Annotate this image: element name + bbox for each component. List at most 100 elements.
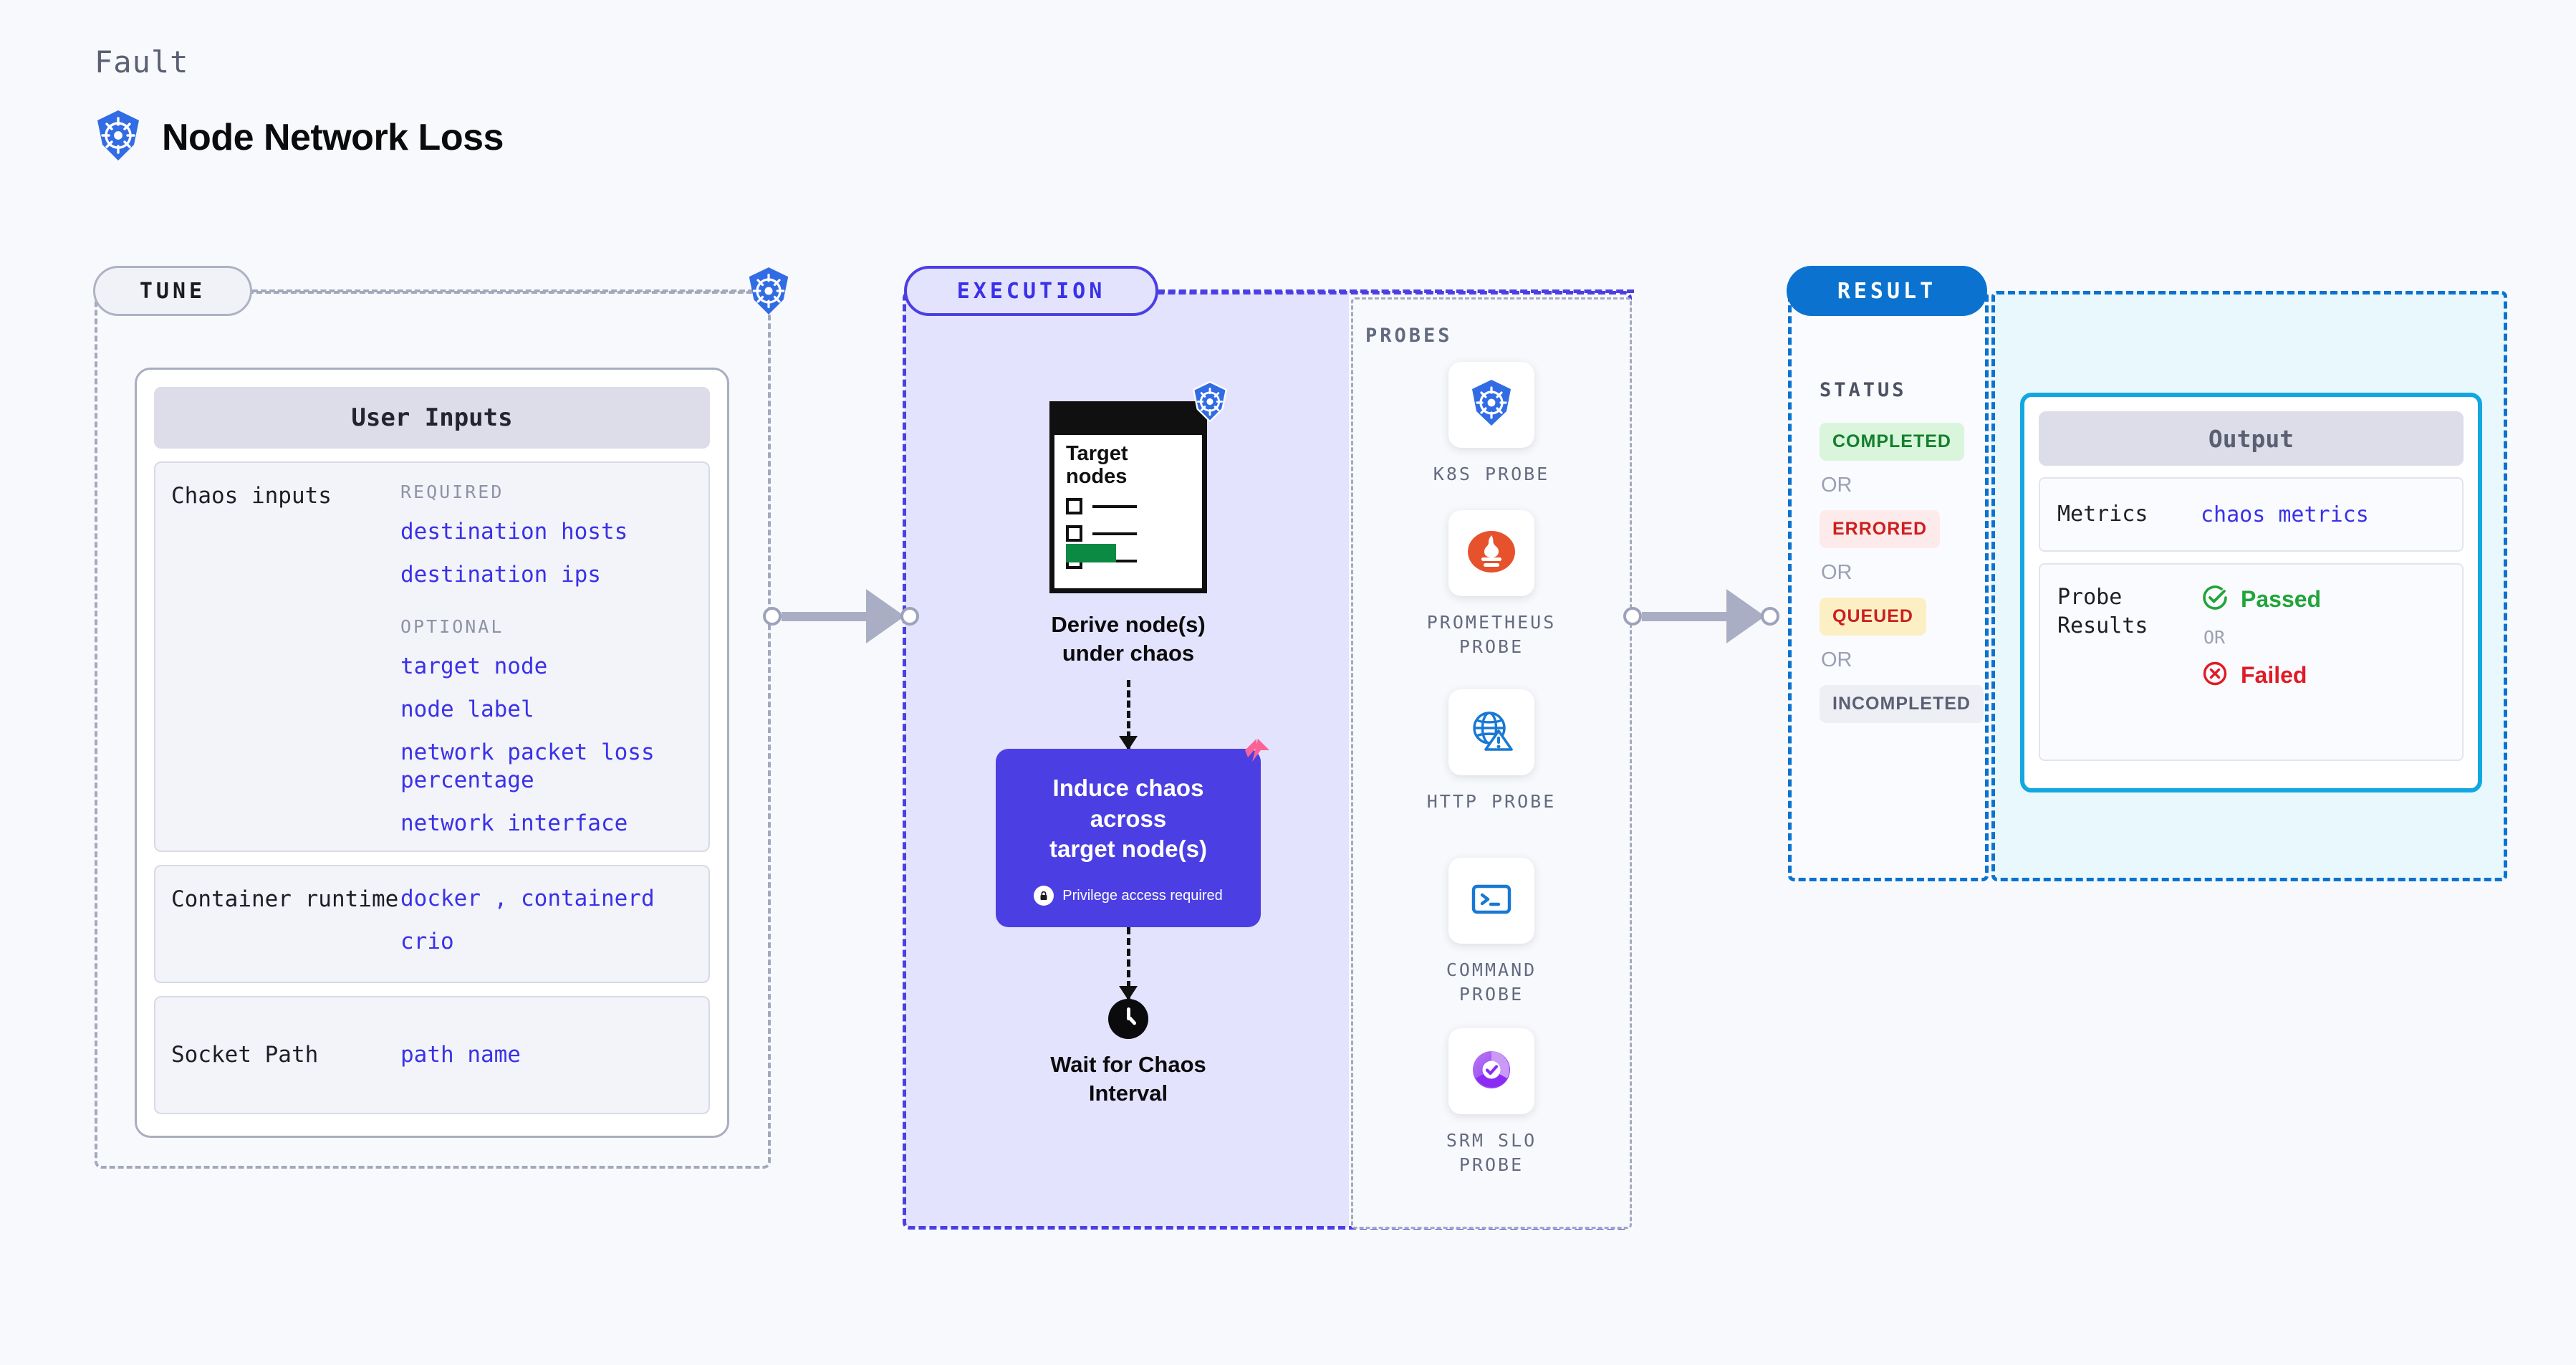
metrics-value[interactable]: chaos metrics: [2201, 502, 2369, 527]
execution-tag-connector: [1158, 289, 1634, 293]
container-runtime-row: Container runtime docker , containerd cr…: [154, 865, 710, 983]
container-runtime-values[interactable]: docker , containerd: [400, 885, 693, 914]
status-badge-queued: QUEUED: [1820, 598, 1926, 636]
kubernetes-icon: [1191, 380, 1229, 426]
globe-warning-icon: [1466, 705, 1517, 760]
induce-chaos-text: Induce chaos across target node(s): [1049, 775, 1207, 862]
fault-kicker: Fault: [95, 44, 189, 80]
input-network-interface[interactable]: network interface: [400, 810, 628, 837]
connector-end-dot: [900, 607, 919, 626]
probe-http[interactable]: HTTP PROBE: [1398, 689, 1585, 814]
probe-tile: [1448, 510, 1534, 596]
execution-flow: Target nodes: [989, 380, 1269, 1107]
connector-start-dot: [1623, 607, 1642, 626]
slo-donut-icon: [1466, 1044, 1517, 1099]
input-destination-ips[interactable]: destination ips: [400, 561, 601, 588]
or-text: OR: [1821, 648, 1852, 671]
status-badge-incompleted: INCOMPLETED: [1820, 685, 1984, 723]
socket-path-row: Socket Path path name: [154, 996, 710, 1114]
kubernetes-icon: [1466, 378, 1517, 433]
probe-name: PROMETHEUS PROBE: [1426, 612, 1557, 657]
execution-tag[interactable]: EXECUTION: [904, 266, 1158, 316]
socket-path-label: Socket Path: [171, 1041, 319, 1068]
connector-arrowhead: [1726, 589, 1765, 643]
input-node-label[interactable]: node label: [400, 696, 534, 723]
probe-k8s[interactable]: K8S PROBE: [1398, 362, 1585, 487]
wait-interval-caption: Wait for Chaos Interval: [1050, 1052, 1206, 1106]
connector-tune-to-execution: [763, 589, 919, 643]
probe-tile: [1448, 689, 1534, 775]
flow-arrow-2: [1119, 927, 1138, 1001]
or-text: OR: [2203, 627, 2226, 648]
page-title: Node Network Loss: [162, 116, 504, 158]
connector-end-dot: [1761, 607, 1779, 626]
input-target-node[interactable]: target node: [400, 653, 548, 680]
connector-start-dot: [763, 607, 782, 626]
induce-chaos-card[interactable]: Induce chaos across target node(s) Privi…: [996, 739, 1269, 928]
probe-tile: [1448, 362, 1534, 448]
result-status-panel: [1788, 291, 1989, 881]
or-text: OR: [1821, 474, 1852, 497]
probe-results-label: Probe Results: [2057, 585, 2148, 638]
probe-srm-slo[interactable]: SRM SLO PROBE: [1398, 1028, 1585, 1177]
document-progress-bar: [1066, 544, 1116, 562]
probe-command[interactable]: COMMAND PROBE: [1398, 858, 1585, 1007]
output-card: Output Metrics chaos metrics Probe Resul…: [2020, 393, 2482, 792]
tune-panel: [95, 291, 771, 1169]
user-inputs-title: User Inputs: [154, 387, 710, 449]
flow-arrow-1: [1119, 680, 1138, 751]
output-title: Output: [2039, 411, 2464, 466]
container-runtime-label: Container runtime: [171, 886, 399, 912]
document-body: Target nodes: [1049, 401, 1207, 593]
privilege-note: Privilege access required: [1016, 886, 1241, 906]
probe-name: K8S PROBE: [1433, 464, 1550, 484]
status-badge-errored: ERRORED: [1820, 510, 1941, 548]
document-title: Target nodes: [1066, 442, 1128, 489]
connector-arrowhead: [866, 589, 905, 643]
x-circle-icon: [2201, 659, 2229, 691]
check-circle-icon: [2201, 583, 2229, 616]
document-checkbox-row: [1066, 498, 1137, 514]
kubernetes-icon: [95, 110, 142, 165]
litmus-icon: [1242, 737, 1271, 770]
passed-text: Passed: [2241, 586, 2322, 612]
prometheus-icon: [1465, 525, 1518, 582]
runtime-containerd[interactable]: containerd: [521, 886, 655, 911]
probe-name: SRM SLO PROBE: [1446, 1130, 1537, 1175]
runtime-docker[interactable]: docker: [400, 886, 481, 911]
input-network-packet-loss-percentage[interactable]: network packet loss percentage: [400, 739, 655, 794]
chaos-inputs-label: Chaos inputs: [171, 483, 332, 509]
derive-nodes-caption: Derive node(s) under chaos: [1051, 612, 1206, 666]
privilege-text: Privilege access required: [1062, 887, 1223, 904]
probe-prometheus[interactable]: PROMETHEUS PROBE: [1398, 510, 1585, 659]
clock-icon: [1108, 999, 1148, 1040]
document-titlebar: [1054, 406, 1202, 435]
probe-tile: [1448, 1028, 1534, 1114]
runtime-separator: ,: [494, 886, 508, 911]
lock-icon: [1034, 886, 1054, 906]
document-checkbox-row: [1066, 525, 1137, 542]
user-inputs-card: User Inputs Chaos inputs REQUIRED destin…: [135, 368, 729, 1138]
status-label: STATUS: [1820, 379, 1907, 401]
connector-line: [782, 611, 868, 621]
probe-name: COMMAND PROBE: [1446, 959, 1537, 1005]
or-text: OR: [1821, 561, 1852, 584]
status-badge-completed: COMPLETED: [1820, 423, 1964, 461]
connector-execution-to-result: [1623, 589, 1779, 643]
status-list: COMPLETED OR ERRORED OR QUEUED OR INCOMP…: [1820, 423, 1984, 723]
runtime-crio[interactable]: crio: [400, 928, 454, 954]
probe-tile: [1448, 858, 1534, 944]
page-header: Fault Node Network Loss: [95, 44, 504, 165]
optional-heading: OPTIONAL: [400, 616, 504, 638]
socket-path-value[interactable]: path name: [400, 1041, 521, 1068]
connector-line: [1642, 611, 1728, 621]
input-destination-hosts[interactable]: destination hosts: [400, 519, 628, 545]
terminal-icon: [1466, 874, 1517, 928]
title-row: Node Network Loss: [95, 110, 504, 165]
result-tag[interactable]: RESULT: [1787, 266, 1987, 316]
kubernetes-icon: [746, 267, 791, 319]
probe-results-row: Probe Results Passed OR: [2039, 563, 2464, 761]
tune-tag[interactable]: TUNE: [93, 266, 252, 316]
checkbox-icon: [1066, 525, 1082, 542]
chaos-inputs-row: Chaos inputs REQUIRED destination hosts …: [154, 461, 710, 852]
